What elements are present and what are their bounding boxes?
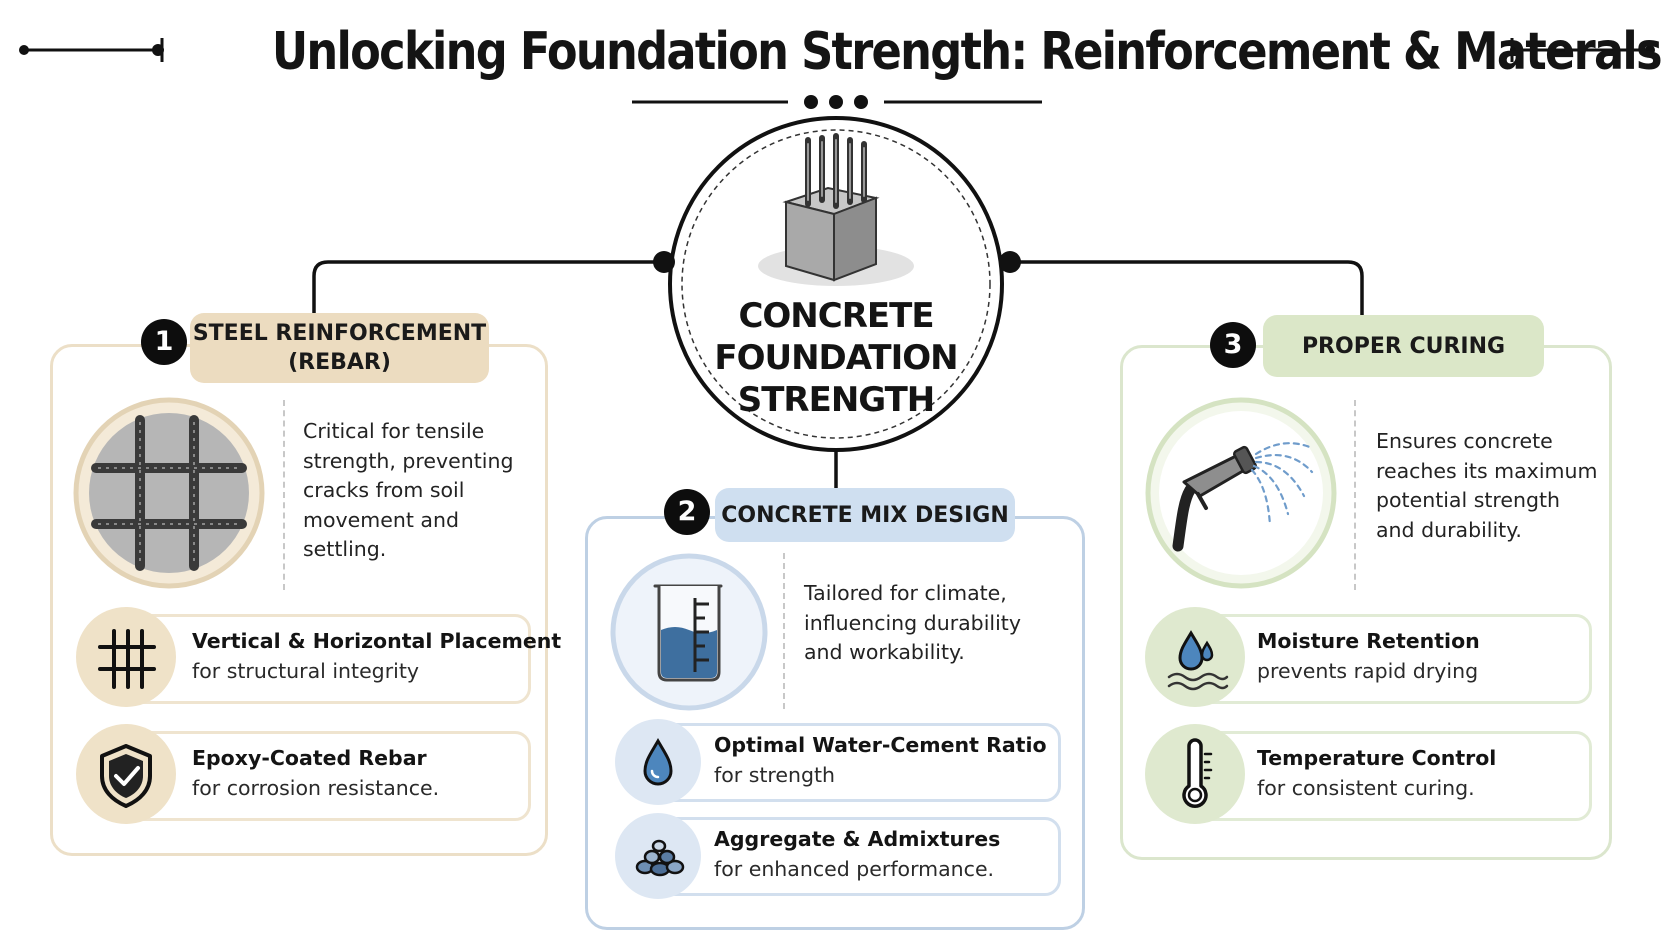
separator <box>283 400 285 590</box>
section-number-3: 3 <box>1210 322 1256 368</box>
item-subtitle: for strength <box>714 762 836 787</box>
description-line: cracks from soil <box>303 478 465 502</box>
page-title: Unlocking Foundation Strength: Reinforce… <box>271 22 1663 82</box>
grid-placement-icon <box>76 607 176 707</box>
water-hose-icon <box>1145 397 1337 589</box>
separator <box>783 553 785 709</box>
concrete-mix-design-description: Tailored for climate, influencing durabi… <box>804 579 1021 668</box>
item-subtitle: for structural integrity <box>192 658 419 683</box>
moisture-retention-item <box>1190 614 1592 704</box>
center-title: CONCRETE FOUNDATION STRENGTH <box>700 295 972 421</box>
item-title: Temperature Control <box>1257 746 1497 770</box>
water-cement-ratio-text: Optimal Water-Cement Ratio for strength <box>714 731 1047 790</box>
item-title: Moisture Retention <box>1257 629 1480 653</box>
water-cement-ratio-item <box>652 723 1061 802</box>
vertical-horizontal-placement-item <box>120 614 531 704</box>
description-line: potential strength <box>1376 488 1561 512</box>
description-line: Tailored for climate, <box>804 581 1007 605</box>
description-line: and durability. <box>1376 517 1522 542</box>
measuring-beaker-icon <box>610 553 768 711</box>
proper-curing-description: Ensures concrete reaches its maximum pot… <box>1376 427 1597 545</box>
aggregate-stones-icon <box>615 813 701 899</box>
section-number-2: 2 <box>664 489 710 535</box>
steel-reinforcement-title-line1: STEEL REINFORCEMENT <box>192 321 487 346</box>
vertical-horizontal-placement-text: Vertical & Horizontal Placement for stru… <box>192 627 561 686</box>
item-title: Aggregate & Admixtures <box>714 827 1001 851</box>
item-subtitle: prevents rapid drying <box>1257 658 1479 683</box>
description-line: influencing durability <box>804 610 1021 635</box>
item-subtitle: for enhanced performance. <box>714 856 995 881</box>
rebar-grid-icon <box>73 397 265 589</box>
item-subtitle: for corrosion resistance. <box>192 775 440 800</box>
description-line: settling. <box>303 537 387 561</box>
description-line: Critical for tensile <box>303 419 485 443</box>
description-line: Ensures concrete <box>1376 429 1553 453</box>
steel-reinforcement-title: STEEL REINFORCEMENT (REBAR) <box>190 313 489 383</box>
epoxy-coated-rebar-item <box>120 731 531 821</box>
moisture-retention-text: Moisture Retention prevents rapid drying <box>1257 627 1480 686</box>
moisture-drop-icon <box>1145 607 1245 707</box>
description-line: movement and <box>303 507 459 532</box>
water-drop-icon <box>615 719 701 805</box>
description-line: strength, preventing <box>303 448 514 473</box>
thermometer-icon <box>1145 724 1245 824</box>
center-title-line1: CONCRETE <box>738 296 934 336</box>
aggregate-admixtures-item <box>652 817 1061 896</box>
description-line: and workability. <box>804 640 965 664</box>
separator <box>1354 400 1356 590</box>
center-title-line2: FOUNDATION <box>714 338 958 378</box>
item-title: Vertical & Horizontal Placement <box>192 629 562 653</box>
item-title: Epoxy-Coated Rebar <box>192 746 427 770</box>
description-line: reaches its maximum <box>1376 458 1598 483</box>
shield-check-icon <box>76 724 176 824</box>
item-subtitle: for consistent curing. <box>1257 775 1475 800</box>
temperature-control-text: Temperature Control for consistent curin… <box>1257 744 1496 803</box>
temperature-control-item <box>1190 731 1592 821</box>
aggregate-admixtures-text: Aggregate & Admixtures for enhanced perf… <box>714 825 1000 884</box>
steel-reinforcement-description: Critical for tensile strength, preventin… <box>303 417 513 565</box>
steel-reinforcement-title-line2: (REBAR) <box>288 350 391 375</box>
epoxy-coated-rebar-text: Epoxy-Coated Rebar for corrosion resista… <box>192 744 439 803</box>
center-title-line3: STRENGTH <box>737 380 936 420</box>
proper-curing-title: PROPER CURING <box>1263 315 1544 377</box>
section-number-1: 1 <box>141 319 187 365</box>
item-title: Optimal Water-Cement Ratio <box>714 733 1047 757</box>
concrete-mix-design-title: CONCRETE MIX DESIGN <box>715 488 1015 542</box>
concrete-block-with-rebar-icon <box>758 133 914 286</box>
